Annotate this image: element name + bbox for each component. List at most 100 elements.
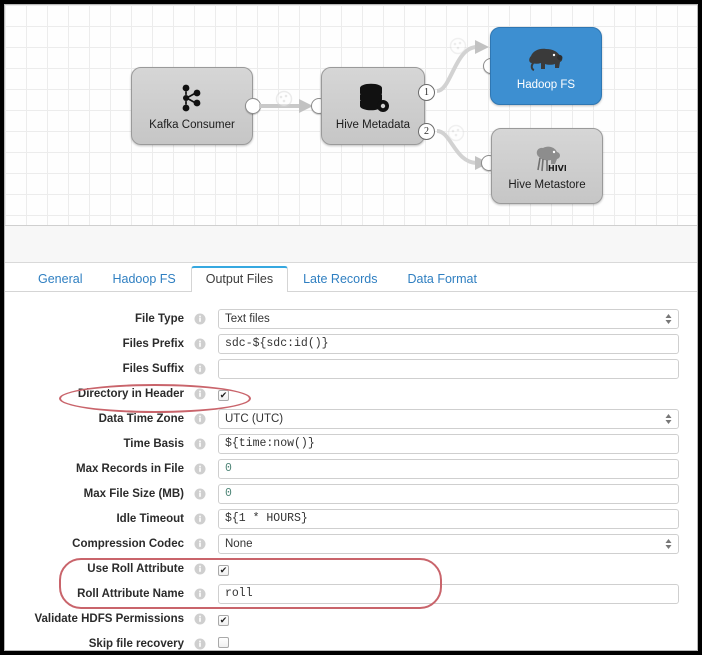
pipeline-canvas-inner: Kafka Consumer xyxy=(5,5,697,225)
tab-general[interactable]: General xyxy=(38,272,83,286)
pipeline-node-hive-metastore[interactable]: HIVE Hive Metastore xyxy=(491,128,603,204)
info-icon[interactable] xyxy=(191,537,209,550)
info-icon[interactable] xyxy=(191,562,209,575)
control-roll-attribute-name: roll xyxy=(209,583,679,604)
select-data-time-zone[interactable]: UTC (UTC) xyxy=(218,408,679,429)
form-row-directory-in-header: Directory in Header ✔ xyxy=(5,381,679,406)
form-row-validate-hdfs-permissions: Validate HDFS Permissions ✔ xyxy=(5,606,679,631)
input-max-file-size-mb[interactable]: 0 xyxy=(218,483,679,504)
output-lane-badge-1[interactable]: 1 xyxy=(418,84,435,101)
form-row-max-file-size-mb: Max File Size (MB) 0 xyxy=(5,481,679,506)
label-files-suffix: Files Suffix xyxy=(122,362,184,375)
info-icon[interactable] xyxy=(191,512,209,525)
connector-kafka-to-hive-metadata xyxy=(259,99,313,113)
control-files-prefix: sdc-${sdc:id()} xyxy=(209,333,679,354)
form-row-files-prefix: Files Prefix sdc-${sdc:id()} xyxy=(5,331,679,356)
pipeline-node-label: Kafka Consumer xyxy=(149,119,235,131)
info-icon[interactable] xyxy=(191,362,209,375)
checkbox-use-roll-attribute[interactable]: ✔ xyxy=(218,565,229,576)
form-row-roll-attribute-name: Roll Attribute Name roll xyxy=(5,581,679,606)
stream-stats-icon xyxy=(275,90,293,107)
select-file-type[interactable]: Text files xyxy=(218,308,679,329)
pipeline-canvas[interactable]: Kafka Consumer xyxy=(5,5,697,226)
info-icon[interactable] xyxy=(191,462,209,475)
tab-output-files[interactable]: Output Files xyxy=(190,266,289,292)
chevron-updown-icon xyxy=(665,313,672,325)
pipeline-node-hadoop-fs[interactable]: Hadoop FS xyxy=(490,27,602,105)
form-row-data-time-zone: Data Time Zone UTC (UTC) xyxy=(5,406,679,431)
select-data-time-zone-value: UTC (UTC) xyxy=(225,412,284,425)
info-icon[interactable] xyxy=(191,412,209,425)
form-row-compression-codec: Compression Codec None xyxy=(5,531,679,556)
label-roll-attribute-name: Roll Attribute Name xyxy=(77,587,184,600)
form-row-idle-timeout: Idle Timeout ${1 * HOURS} xyxy=(5,506,679,531)
label-directory-in-header: Directory in Header xyxy=(77,387,184,400)
info-icon[interactable] xyxy=(191,587,209,600)
control-compression-codec: None xyxy=(209,533,679,554)
input-files-prefix[interactable]: sdc-${sdc:id()} xyxy=(218,333,679,354)
checkbox-directory-in-header[interactable]: ✔ xyxy=(218,390,229,401)
control-directory-in-header: ✔ xyxy=(209,385,679,403)
control-idle-timeout: ${1 * HOURS} xyxy=(209,508,679,529)
label-use-roll-attribute: Use Roll Attribute xyxy=(87,562,184,575)
form-row-files-suffix: Files Suffix xyxy=(5,356,679,381)
stage-config-tabs: General Hadoop FS Output Files Late Reco… xyxy=(5,263,697,292)
hadoop-elephant-icon xyxy=(526,41,566,75)
input-time-basis[interactable]: ${time:now()} xyxy=(218,433,679,454)
control-file-type: Text files xyxy=(209,308,679,329)
checkbox-skip-file-recovery[interactable] xyxy=(218,636,229,648)
connector-hive-metadata-to-hadoop-fs xyxy=(436,40,489,93)
pipeline-node-label: Hive Metadata xyxy=(335,119,411,131)
info-icon[interactable] xyxy=(191,612,209,625)
chevron-updown-icon xyxy=(665,413,672,425)
select-file-type-value: Text files xyxy=(225,312,270,325)
form-row-file-type: File Type Text files xyxy=(5,306,679,331)
svg-text:HIVE: HIVE xyxy=(548,164,566,173)
tab-late-records[interactable]: Late Records xyxy=(303,272,378,286)
input-roll-attribute-name[interactable]: roll xyxy=(218,583,679,604)
select-compression-codec-value: None xyxy=(225,537,253,550)
info-icon[interactable] xyxy=(191,337,209,350)
form-row-use-roll-attribute: Use Roll Attribute ✔ xyxy=(5,556,679,581)
form-row-max-records-in-file: Max Records in File 0 xyxy=(5,456,679,481)
pipeline-node-kafka-consumer[interactable]: Kafka Consumer xyxy=(131,67,253,145)
control-data-time-zone: UTC (UTC) xyxy=(209,408,679,429)
app-window: Kafka Consumer xyxy=(4,4,698,651)
info-icon[interactable] xyxy=(191,387,209,400)
checkbox-validate-hdfs-permissions[interactable]: ✔ xyxy=(218,615,229,626)
form-row-time-basis: Time Basis ${time:now()} xyxy=(5,431,679,456)
input-max-records-in-file[interactable]: 0 xyxy=(218,458,679,479)
output-lane-badge-2[interactable]: 2 xyxy=(418,123,435,140)
info-icon[interactable] xyxy=(191,487,209,500)
form-row-skip-file-recovery: Skip file recovery xyxy=(5,631,679,651)
input-idle-timeout[interactable]: ${1 * HOURS} xyxy=(218,508,679,529)
info-icon[interactable] xyxy=(191,437,209,450)
label-idle-timeout: Idle Timeout xyxy=(116,512,184,525)
control-time-basis: ${time:now()} xyxy=(209,433,679,454)
chevron-updown-icon xyxy=(665,538,672,550)
control-skip-file-recovery xyxy=(209,635,679,651)
label-max-file-size-mb: Max File Size (MB) xyxy=(83,487,184,500)
label-compression-codec: Compression Codec xyxy=(72,537,184,550)
database-gear-icon xyxy=(356,81,390,115)
control-use-roll-attribute: ✔ xyxy=(209,560,679,578)
stage-toolbar-strip xyxy=(5,226,697,263)
label-file-type: File Type xyxy=(135,312,184,325)
label-skip-file-recovery: Skip file recovery xyxy=(88,637,184,650)
stream-stats-icon xyxy=(449,37,467,55)
info-icon[interactable] xyxy=(191,312,209,325)
label-max-records-in-file: Max Records in File xyxy=(75,462,184,475)
pipeline-node-hive-metadata[interactable]: Hive Metadata xyxy=(321,67,425,145)
input-files-suffix[interactable] xyxy=(218,358,679,379)
select-compression-codec[interactable]: None xyxy=(218,533,679,554)
tab-hadoop-fs[interactable]: Hadoop FS xyxy=(112,272,176,286)
control-max-file-size-mb: 0 xyxy=(209,483,679,504)
output-files-form: File Type Text files Files Prefix sdc-${ xyxy=(5,292,697,651)
control-files-suffix xyxy=(209,358,679,379)
info-icon[interactable] xyxy=(191,637,209,650)
pipeline-node-label: Hive Metastore xyxy=(508,179,586,191)
tab-data-format[interactable]: Data Format xyxy=(407,272,477,286)
label-validate-hdfs-permissions: Validate HDFS Permissions xyxy=(34,612,184,625)
hive-bee-icon: HIVE xyxy=(528,141,566,175)
label-data-time-zone: Data Time Zone xyxy=(98,412,184,425)
